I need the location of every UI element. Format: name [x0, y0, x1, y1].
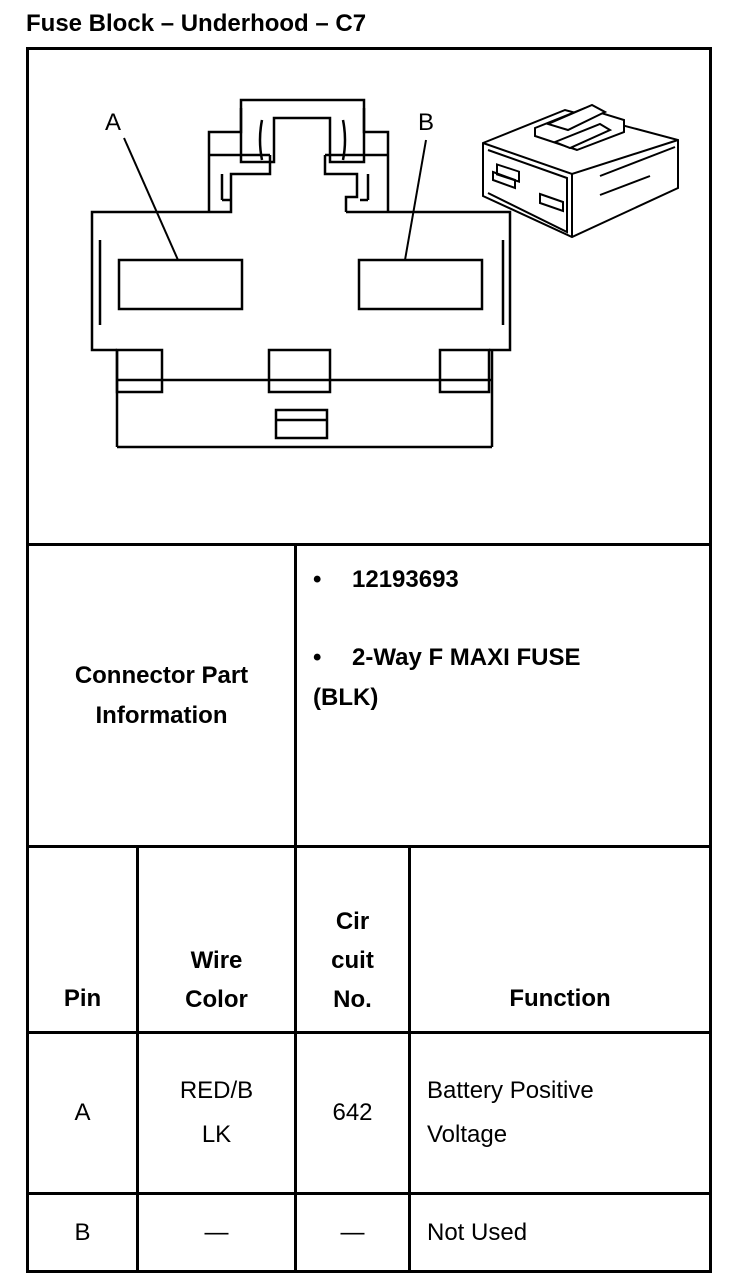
header-circuit-no: Cir cuit No. [297, 848, 408, 1031]
divider-table-header-top [26, 845, 712, 848]
row-a-function-value-line2: Voltage [427, 1121, 508, 1148]
part-number-item: • 12193693 [313, 566, 459, 594]
header-circuit-label-line2: cuit [331, 947, 374, 974]
connector-info-label-line1: Connector Part [74, 661, 249, 689]
pin-label-b: B [418, 109, 434, 136]
header-function: Function [411, 848, 709, 1031]
divider-connector-info-mid [294, 543, 297, 848]
divider-connector-info-top [26, 543, 712, 546]
row-a-function-value-line1: Battery Positive [427, 1077, 594, 1104]
row-b-wire-value: — [204, 1218, 229, 1246]
header-wire-color: Wire Color [139, 848, 294, 1031]
description-item: • 2-Way F MAXI FUSE [313, 644, 580, 672]
divider-col-wire [294, 845, 297, 1273]
row-b-pin: B [29, 1195, 136, 1270]
header-function-label: Function [509, 985, 611, 1012]
row-a-function: Battery Positive Voltage [411, 1034, 709, 1192]
row-a-circuit: 642 [297, 1034, 408, 1192]
row-a-circuit-value: 642 [332, 1099, 373, 1126]
row-a-pin: A [29, 1034, 136, 1192]
divider-col-circuit [408, 845, 411, 1273]
row-a-wire-value-line1: RED/B [179, 1077, 254, 1104]
divider-row-a-bottom [26, 1192, 712, 1195]
divider-table-header-bottom [26, 1031, 712, 1034]
connector-description-color: (BLK) [313, 684, 379, 711]
header-wire-label-line2: Color [185, 986, 248, 1013]
connector-info-values: • 12193693 • 2-Way F MAXI FUSE (BLK) [297, 546, 709, 845]
connector-diagram: A B [90, 98, 679, 449]
connector-info-label: Connector Part Information [29, 546, 294, 845]
divider-col-pin [136, 845, 139, 1273]
connector-description: 2-Way F MAXI FUSE [352, 644, 581, 671]
header-circuit-label-line1: Cir [335, 908, 370, 935]
pin-callouts [123, 137, 427, 261]
divider-table-bottom [26, 1270, 712, 1273]
row-b-function: Not Used [411, 1195, 709, 1270]
part-number: 12193693 [352, 566, 459, 593]
row-a-wire-color: RED/B LK [139, 1034, 294, 1192]
row-b-circuit-value: — [340, 1218, 365, 1246]
header-circuit-label-line3: No. [333, 986, 372, 1013]
row-b-function-value: Not Used [427, 1218, 528, 1246]
row-b-circuit: — [297, 1195, 408, 1270]
bullet: • [313, 566, 322, 593]
document-frame [26, 47, 712, 1273]
header-wire-label-line1: Wire [190, 947, 243, 974]
header-pin-label: Pin [63, 985, 102, 1012]
row-b-pin-value: B [74, 1218, 91, 1246]
connector-info-label-line2: Information [95, 701, 228, 729]
row-a-wire-value-line2: LK [201, 1121, 232, 1148]
connector-isometric-view [482, 103, 679, 239]
bullet: • [313, 644, 322, 671]
page-title: Fuse Block – Underhood – C7 [26, 10, 367, 37]
header-pin: Pin [29, 848, 136, 1031]
row-b-wire-color: — [139, 1195, 294, 1270]
connector-front-view [90, 98, 512, 449]
pin-label-a: A [105, 109, 121, 136]
row-a-pin-value: A [74, 1099, 91, 1126]
